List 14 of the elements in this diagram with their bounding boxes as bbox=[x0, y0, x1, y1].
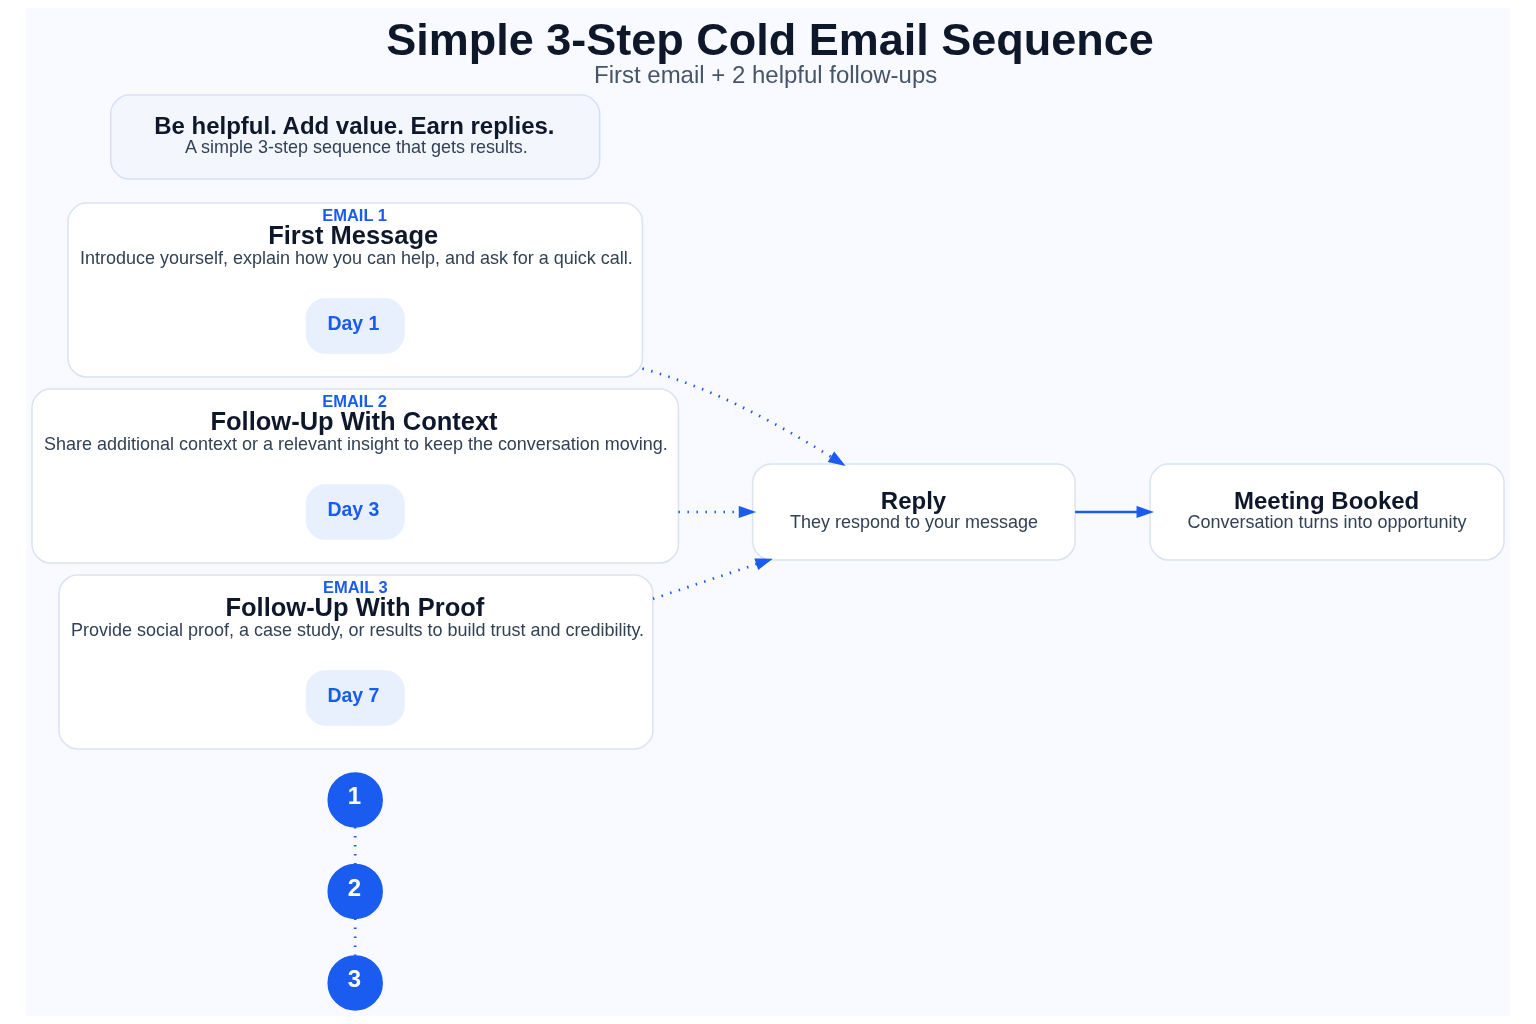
node-circle: 1 bbox=[327, 772, 383, 828]
arrow bbox=[642, 367, 846, 467]
arrow bbox=[678, 505, 757, 519]
node-circle: 3 bbox=[327, 955, 383, 1011]
node-box: Reply They respond to your message bbox=[751, 463, 1076, 561]
node-box: Meeting Booked Conversation turns into opportunity bbox=[1149, 463, 1505, 561]
node-box: Day 7 bbox=[305, 670, 405, 726]
node-circle: 2 bbox=[327, 863, 383, 920]
arrow bbox=[652, 558, 773, 601]
node-box: Day 3 bbox=[305, 484, 405, 540]
node-box: Be helpful. Add value. Earn replies. A simple 3-step sequence that gets results. bbox=[110, 94, 601, 180]
diagram-title: Simple 3-Step Cold Email Sequence bbox=[386, 13, 1154, 65]
arrow bbox=[1075, 505, 1154, 519]
node-box: Day 1 bbox=[305, 298, 405, 354]
